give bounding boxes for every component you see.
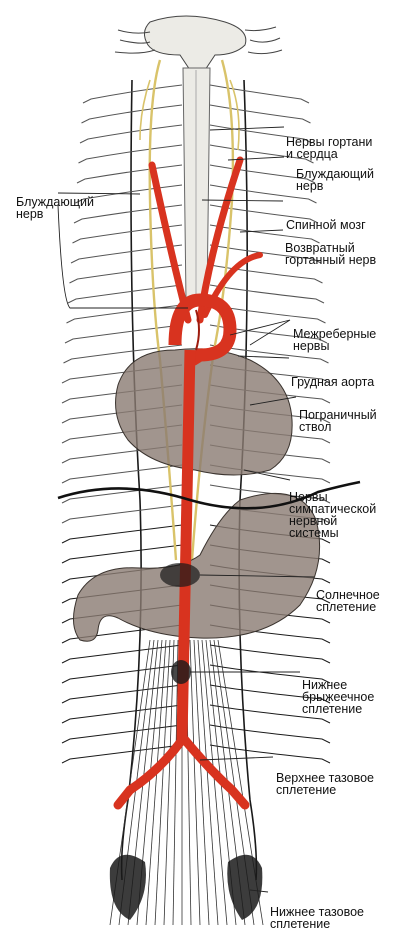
lower-nerve-fiber bbox=[164, 640, 174, 925]
lower-nerve-fiber bbox=[155, 640, 170, 925]
spinal-nerve-branch bbox=[62, 545, 182, 563]
spinal-nerve-branch bbox=[68, 285, 182, 303]
vagus-nerve-left bbox=[150, 60, 176, 560]
spinal-nerve-branch bbox=[71, 245, 182, 263]
spinal-nerve-branch bbox=[65, 325, 182, 343]
lower-nerve-fiber bbox=[190, 640, 200, 925]
inferior-mesenteric-plexus bbox=[171, 660, 191, 684]
spinal-nerve-branch bbox=[62, 725, 182, 743]
spinal-nerve-branch bbox=[62, 525, 182, 543]
inferior-pelvic-plexus-left bbox=[110, 855, 146, 920]
brain-stem bbox=[115, 16, 282, 70]
solar-plexus bbox=[160, 563, 200, 587]
spinal-nerve-branch bbox=[210, 285, 324, 303]
spinal-nerve-branch bbox=[79, 145, 183, 163]
spinal-nerve-branch bbox=[62, 465, 182, 483]
heart-organ bbox=[116, 349, 293, 475]
lower-nerve-fiber bbox=[194, 640, 209, 925]
sympathetic-trunk-right bbox=[239, 80, 256, 880]
spinal-nerve-branch bbox=[62, 505, 182, 523]
sympathetic-trunk-left bbox=[122, 80, 142, 880]
spinal-nerve-branch bbox=[62, 645, 182, 663]
spinal-nerve-branch bbox=[62, 685, 182, 703]
inferior-pelvic-plexus-right bbox=[227, 855, 262, 920]
spinal-nerve-branch bbox=[70, 265, 183, 283]
spinal-nerve-branch bbox=[62, 705, 182, 723]
spinal-nerve-branch bbox=[210, 85, 309, 103]
